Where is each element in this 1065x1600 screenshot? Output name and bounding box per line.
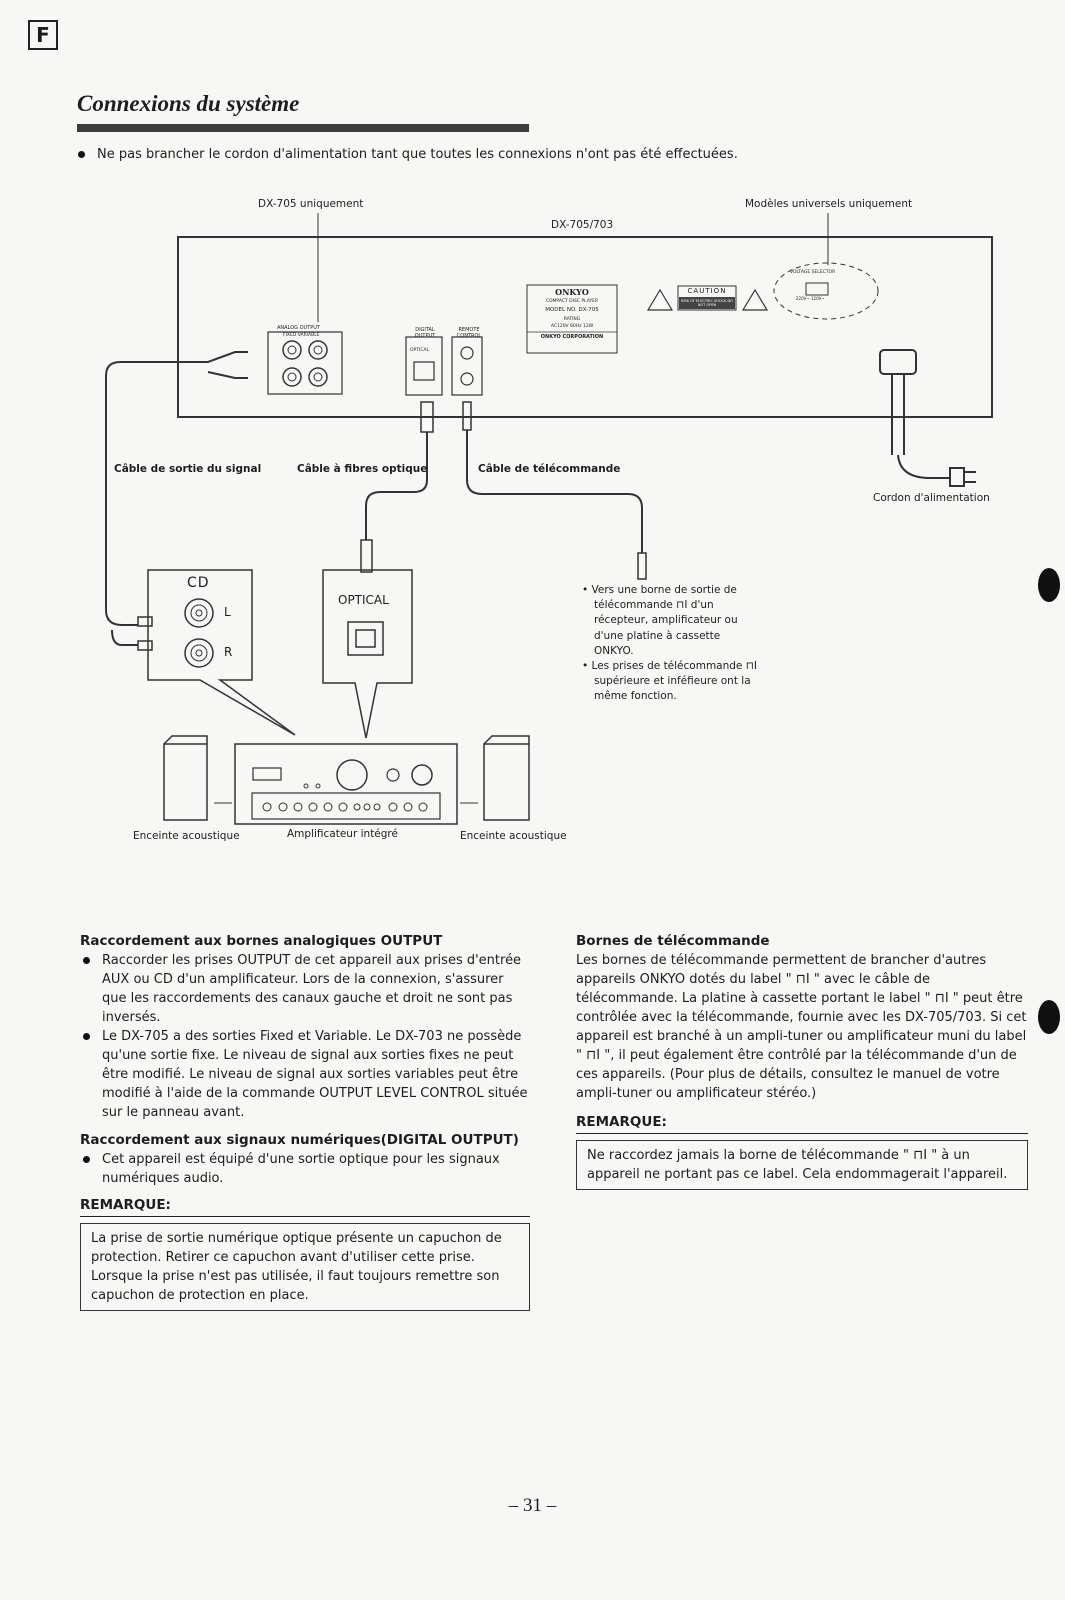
binder-hole-bottom (1038, 1000, 1060, 1034)
label-speaker-right: Enceinte acoustique (460, 830, 567, 842)
label-models: DX-705/703 (551, 219, 614, 231)
remote-paragraph: Les bornes de télécommande permettent de… (576, 953, 1027, 1101)
section-title: Connexions du système (77, 91, 300, 116)
label-dx705-only: DX-705 uniquement (258, 198, 364, 210)
remark-heading-left: REMARQUE: (80, 1196, 530, 1217)
remark-heading-right: REMARQUE: (576, 1113, 1028, 1134)
label-power-cord: Cordon d'alimentation (873, 492, 990, 504)
panel-caution: CAUTION (687, 287, 727, 295)
remark-box-left: La prise de sortie numérique optique pré… (80, 1223, 530, 1311)
right-column: Bornes de télécommande Les bornes de tél… (576, 932, 1028, 1190)
panel-analog-output: ANALOG OUTPUT (277, 325, 320, 331)
remote-note-1: • Vers une borne de sortie de télécomman… (582, 584, 738, 657)
panel-model: MODEL NO. DX-705 (545, 307, 599, 313)
label-universal-models: Modèles universels uniquement (745, 198, 913, 210)
remote-note: • Vers une borne de sortie de télécomman… (582, 583, 757, 705)
label-signal-cable: Câble de sortie du signal (114, 463, 262, 475)
panel-digital-output: DIGITAL OUTPUT (414, 327, 436, 339)
label-amplifier: Amplificateur intégré (287, 828, 398, 840)
label-speaker-left: Enceinte acoustique (133, 830, 240, 842)
title-underline-bar (77, 124, 529, 132)
panel-voltages: 220V~ 120V~ (796, 296, 825, 301)
intro-warning: Ne pas brancher le cordon d'alimentation… (78, 147, 738, 162)
analog-bullet-1: Raccorder les prises OUTPUT de cet appar… (80, 951, 530, 1027)
panel-corporation: ONKYO CORPORATION (540, 334, 604, 340)
panel-remote-control: REMOTE CONTROL (456, 327, 482, 339)
bullet-icon (78, 151, 85, 158)
digital-bullet-1: Cet appareil est équipé d'une sortie opt… (80, 1150, 530, 1188)
remark-box-right: Ne raccordez jamais la borne de télécomm… (576, 1140, 1028, 1190)
remote-heading: Bornes de télécommande (576, 933, 770, 949)
analog-output-heading: Raccordement aux bornes analogiques OUTP… (80, 933, 443, 949)
panel-product: COMPACT DISC PLAYER (545, 299, 599, 304)
panel-rating: RATING (563, 317, 581, 322)
panel-voltage-selector: VOLTAGE SELECTOR (790, 270, 836, 275)
page-number: – 31 – (508, 1495, 557, 1516)
analog-bullet-2: Le DX-705 a des sorties Fixed et Variabl… (80, 1027, 530, 1122)
panel-optical: OPTICAL (410, 348, 430, 353)
language-badge: F (28, 20, 58, 50)
cd-label: CD (187, 575, 210, 591)
intro-text: Ne pas brancher le cordon d'alimentation… (97, 147, 738, 162)
panel-shock-warning: RISK OF ELECTRIC SHOCK DO NOT OPEN (681, 299, 733, 307)
label-remote-cable: Câble de télécommande (478, 463, 621, 475)
panel-fixed-variable: FIXED VARIABLE (283, 333, 320, 338)
connection-diagram (105, 213, 993, 825)
cd-right-label: R (224, 645, 233, 659)
label-optical-cable: Câble à fibres optique (297, 463, 428, 475)
digital-output-heading: Raccordement aux signaux numériques(DIGI… (80, 1132, 519, 1148)
panel-brand: ONKYO (555, 287, 589, 297)
rear-panel-outline (177, 236, 993, 418)
cd-left-label: L (224, 605, 231, 619)
optical-label: OPTICAL (338, 593, 389, 607)
binder-hole-top (1038, 568, 1060, 602)
left-column: Raccordement aux bornes analogiques OUTP… (80, 932, 530, 1311)
remote-note-2: • Les prises de télécommande ⊓I supérieu… (582, 660, 758, 703)
panel-power: AC120V 60Hz 12W (550, 324, 594, 329)
